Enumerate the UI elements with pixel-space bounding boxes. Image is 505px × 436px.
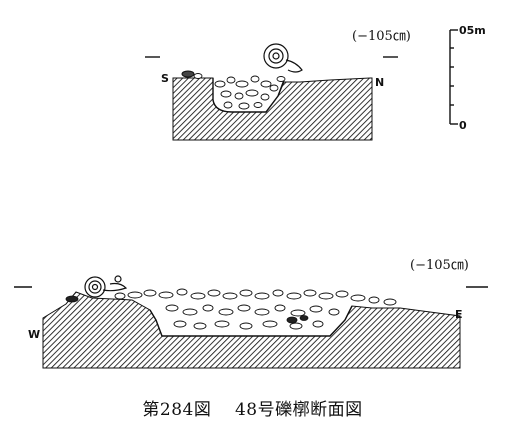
stone-fill-bottom <box>114 288 397 330</box>
section-profile-w-e: W E (−105㎝) <box>14 258 488 369</box>
shell-object-bottom <box>84 275 128 298</box>
label-e: E <box>455 308 463 321</box>
stone-fill-top <box>193 73 286 110</box>
pit-outline-top <box>212 78 285 113</box>
shell-object-top <box>263 43 303 73</box>
label-s: S <box>161 72 169 85</box>
label-w: W <box>28 328 40 341</box>
scale-bar <box>449 29 458 125</box>
elevation-bottom: (−105㎝) <box>410 258 469 273</box>
dark-stones-bottom <box>65 295 309 324</box>
pit-outline-bottom <box>149 305 353 337</box>
figure-caption: 第284図 48号礫槨断面図 <box>0 395 505 420</box>
figure-title: 48号礫槨断面図 <box>234 400 363 420</box>
section-profile-s-n: S N (−105㎝) <box>145 29 411 141</box>
small-stone-top-left <box>181 70 195 78</box>
figure-number: 第284図 <box>142 400 212 420</box>
elevation-top: (−105㎝) <box>352 29 411 44</box>
scale-label-bottom: 0 <box>459 119 467 132</box>
label-n: N <box>375 76 384 89</box>
scale-label-top: 05m <box>459 24 486 37</box>
soil-hatch-bottom <box>42 291 461 369</box>
